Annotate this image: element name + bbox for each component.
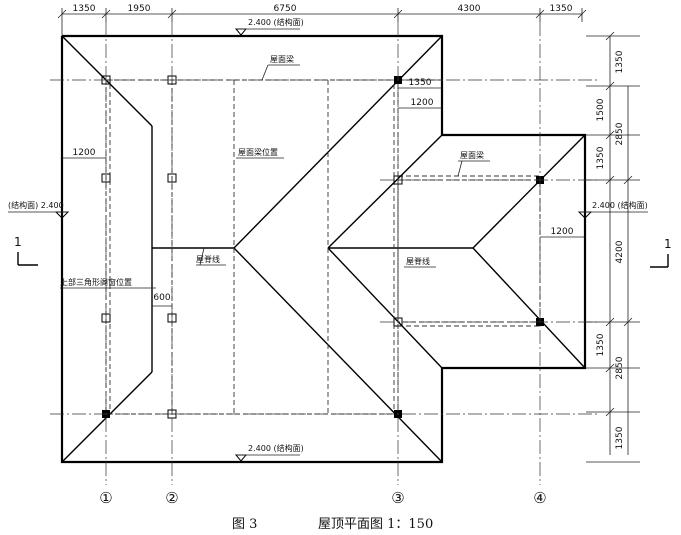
label-roof-beam-top: 屋面梁 [270,55,294,64]
label-roof-beam-right: 屋面梁 [460,151,484,160]
annotation-labels: 屋面梁 屋面梁 屋面梁位置 屋脊线 屋脊线 上部三角形阁窗位置 [60,55,490,289]
caption-figure: 图 3 [232,517,257,532]
elevation-markers: 2.400 (结构面) 2.400 (结构面) (结构面) 2.400 2.40… [8,17,648,462]
right-dim-1: 1350 [615,50,625,73]
top-dim-1: 1350 [73,4,96,14]
right-dim-5: 4200 [615,240,625,263]
dim-1200-right: 1200 [551,227,574,237]
label-ridge-right: 屋脊线 [406,256,430,266]
section-marks: 1 1 [14,235,672,268]
axis-2: ② [165,489,178,507]
axis-4: ④ [533,489,546,507]
top-dim-3: 6750 [274,4,297,14]
grid-axis-lines [50,22,600,485]
label-roof-beam-position: 屋面梁位置 [238,147,278,157]
top-dim-4: 4300 [458,4,481,14]
elev-left: (结构面) 2.400 [8,200,64,210]
dim-1200-left: 1200 [73,148,96,158]
right-dim-8: 1350 [615,426,625,449]
dim-1350-inner: 1350 [409,78,432,88]
dim-600: 600 [153,293,170,303]
elev-top: 2.400 (结构面) [248,17,304,27]
right-dimension-chain: 1350 1500 1350 2850 4200 1350 2850 1350 [586,31,640,463]
axis-1: ① [99,489,112,507]
right-dim-6: 1350 [596,333,606,356]
section-mark-left: 1 [14,235,22,249]
inner-dimensions: 1350 1200 1200 1200 600 [62,78,585,307]
column-markers [101,75,544,419]
dim-1200-top: 1200 [411,98,434,108]
label-dormer: 上部三角形阁窗位置 [60,277,132,287]
caption-title: 屋顶平面图 1：150 [318,517,433,532]
top-dimension-chain: 1350 1950 6750 4300 1350 [57,4,587,38]
right-dim-3: 1350 [596,146,606,169]
right-dim-2: 1500 [596,98,606,121]
axis-3: ③ [391,489,404,507]
right-dim-4: 2850 [615,122,625,145]
roof-outline [60,34,587,464]
axis-bubbles: ① ② ③ ④ [99,489,546,507]
elev-bottom: 2.400 (结构面) [248,443,304,453]
elev-right: 2.400 (结构面) [592,200,648,210]
right-dim-7: 2850 [615,356,625,379]
section-mark-right: 1 [664,237,672,251]
figure-caption: 图 3 屋顶平面图 1：150 [232,517,433,532]
roof-hip-lines [61,35,586,463]
top-dim-2: 1950 [128,4,151,14]
top-dim-5: 1350 [550,4,573,14]
label-ridge-left: 屋脊线 [196,254,220,264]
